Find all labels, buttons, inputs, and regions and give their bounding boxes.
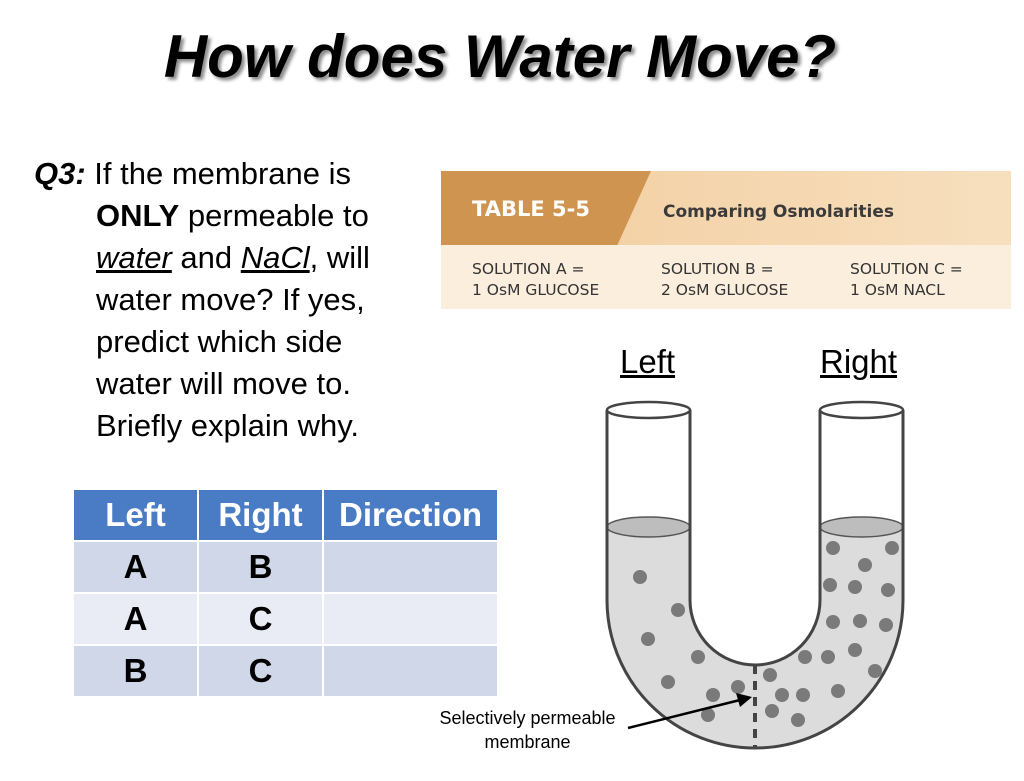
cell-right: B [197,540,324,594]
table-tag: TABLE 5-5 [441,171,651,245]
solute-particle [706,688,720,702]
solute-particle [881,583,895,597]
table-caption: Comparing Osmolarities [663,202,894,222]
solute-particle [826,615,840,629]
solute-particle [671,603,685,617]
table-row: A B [72,540,499,594]
question-label: Q3: [34,156,86,191]
solute-particle [848,643,862,657]
left-side-label: Left [620,343,676,380]
prediction-table: Left Right Direction A B A C B C [72,488,499,698]
question-line-4: water move? If yes, [96,282,365,317]
cell-direction[interactable] [322,644,499,698]
left-surface [606,516,691,538]
right-surface [819,516,904,538]
solute-particle [885,541,899,555]
header-left: Left [72,488,199,542]
membrane-label: Selectively permeable membrane [439,708,616,752]
solute-particle [831,684,845,698]
solute-particle [641,632,655,646]
cell-right: C [197,644,324,698]
solute-particle [731,680,745,694]
table-row: B C [72,644,499,698]
solute-particle [633,570,647,584]
solute-particles [633,541,899,727]
question-line-5: predict which side [96,324,343,359]
cell-left: B [72,644,199,698]
solute-particle [798,650,812,664]
membrane-arrow [627,698,741,730]
solute-particle [879,618,893,632]
solute-particle [661,675,675,689]
solute-particle [691,650,705,664]
solute-particle [775,688,789,702]
header-direction: Direction [322,488,499,542]
cell-direction[interactable] [322,592,499,646]
cell-left: A [72,592,199,646]
right-side-label: Right [820,343,898,380]
solute-particle [868,664,882,678]
solute-particle [763,668,777,682]
solute-particle [826,541,840,555]
cell-left: A [72,540,199,594]
question-text: Q3: If the membrane is ONLY permeable to… [34,153,434,447]
question-line-3: water and NaCl, will [96,240,370,275]
reference-table-body: SOLUTION A = 1 OsM GLUCOSE SOLUTION B = … [441,245,1011,309]
solution-a-cell: SOLUTION A = 1 OsM GLUCOSE [472,260,600,299]
left-tube-rim [605,400,692,420]
solute-particle [821,650,835,664]
osmolarity-reference-table: TABLE 5-5 Comparing Osmolarities SOLUTIO… [441,171,1011,309]
question-line-1: Q3: If the membrane is [34,156,352,191]
question-line-7: Briefly explain why. [96,408,360,443]
reference-table-header: TABLE 5-5 Comparing Osmolarities [441,171,1011,245]
solute-particle [848,580,862,594]
solute-particle [796,688,810,702]
cell-direction[interactable] [322,540,499,594]
arrow-head [736,693,752,707]
solute-particle [853,614,867,628]
solute-particle [765,704,779,718]
question-line-2: ONLY permeable to [96,198,369,233]
solute-particle [701,708,715,722]
solution-b-cell: SOLUTION B = 2 OsM GLUCOSE [661,260,789,299]
prediction-table-header-row: Left Right Direction [72,488,499,542]
question-line-6: water will move to. [96,366,351,401]
solute-particle [858,558,872,572]
right-tube-rim [818,400,905,420]
u-tube-diagram [605,400,905,750]
page-title: How does Water Move? [163,23,837,90]
cell-right: C [197,592,324,646]
solute-particle [791,713,805,727]
header-right: Right [197,488,324,542]
solution-c-cell: SOLUTION C = 1 OsM NACL [850,260,963,299]
table-row: A C [72,592,499,646]
solute-particle [823,578,837,592]
